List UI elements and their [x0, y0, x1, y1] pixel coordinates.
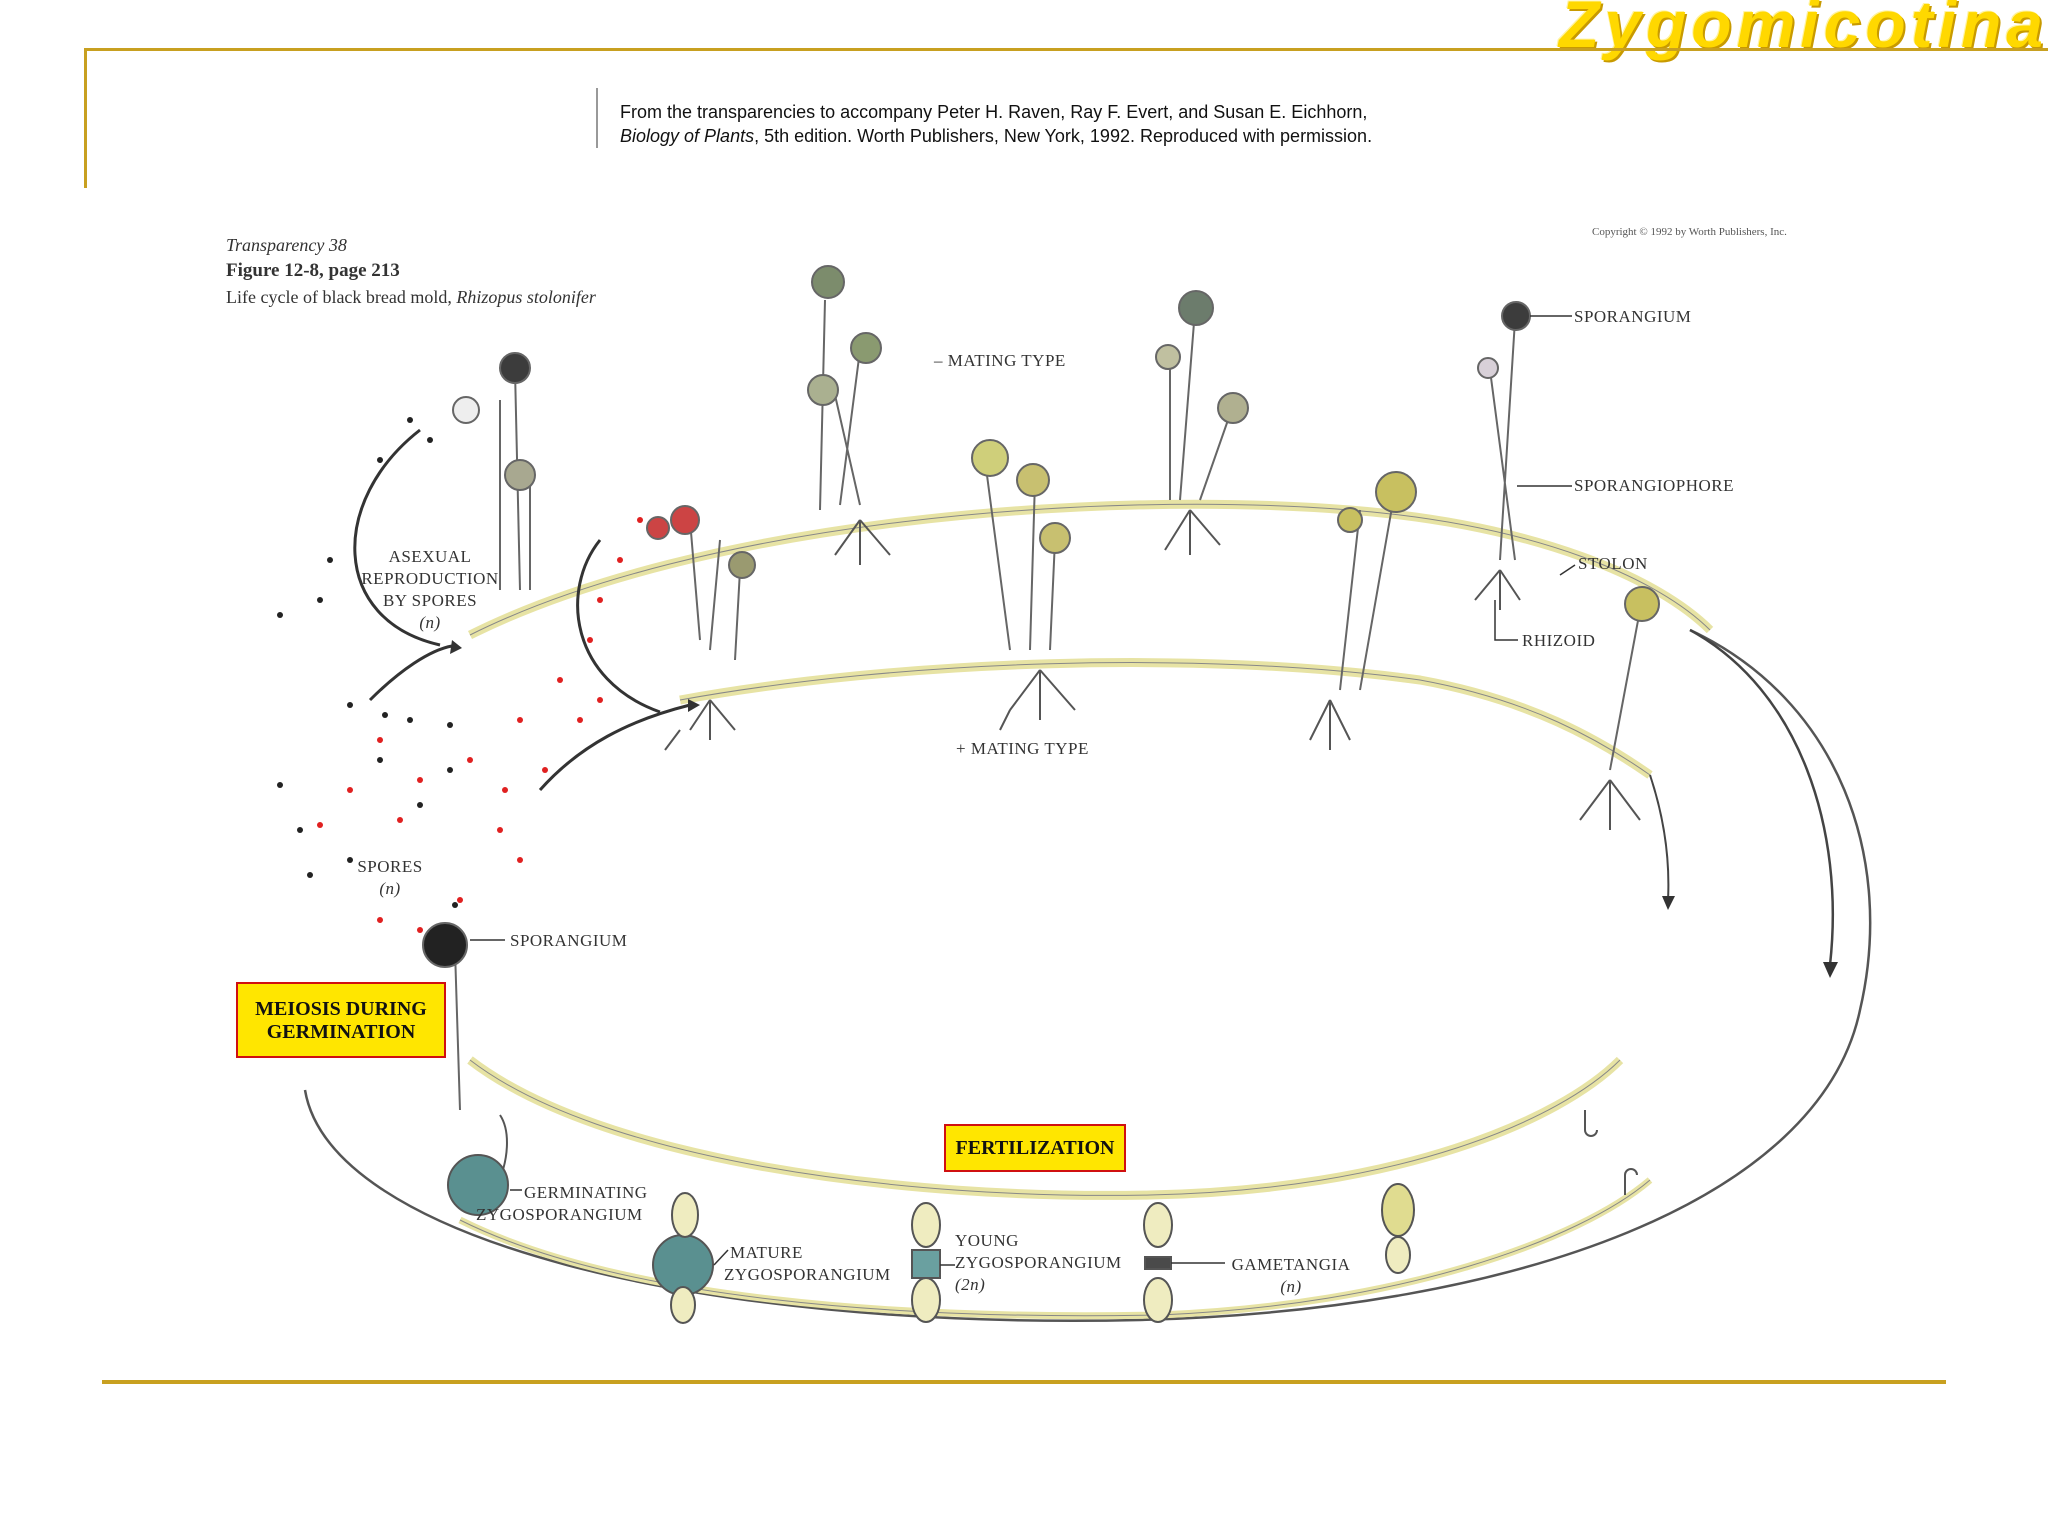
asexual-arrow-lower — [368, 644, 453, 702]
credit-line-2: , 5th edition. Worth Publishers, New Yor… — [754, 126, 1373, 146]
label-asexual-reproduction: ASEXUAL REPRODUCTION BY SPORES (n) — [361, 547, 499, 632]
label-stolon: STOLON — [1578, 554, 1648, 573]
figure-caption: Life cycle of black bread mold, Rhizopus… — [226, 287, 596, 307]
transparency-label: Transparency 38 — [226, 235, 347, 255]
figure-number: Figure 12-8, page 213 — [226, 260, 400, 281]
species-name: Rhizopus stolonifer — [456, 287, 596, 307]
figure-header: Transparency 38 Figure 12-8, page 213 Li… — [226, 232, 596, 310]
spores-red — [317, 517, 643, 933]
asexual-arrow-right — [576, 539, 661, 714]
arrowhead-right — [1823, 962, 1838, 978]
label-minus-mating-type: – MATING TYPE — [934, 351, 1066, 370]
asexual-arrow-left — [353, 428, 441, 647]
zygosporangia — [447, 1110, 1638, 1324]
sporangiophores — [422, 265, 1660, 1111]
credit-line-1: From the transparencies to accompany Pet… — [620, 102, 1368, 122]
label-gametangia: GAMETANGIA (n) — [1231, 1255, 1351, 1296]
top-rule — [84, 48, 2048, 51]
spores-black — [277, 417, 458, 908]
arrow-down-right — [1649, 774, 1670, 901]
label-leaders — [470, 315, 1576, 1266]
label-mature-zygosporangium: MATURE ZYGOSPORANGIUM — [724, 1243, 891, 1284]
arrowhead-down — [1662, 896, 1675, 910]
bottom-rule — [102, 1380, 1946, 1384]
credit-divider — [596, 88, 598, 148]
copyright-note: Copyright © 1992 by Worth Publishers, In… — [1592, 226, 1787, 238]
cycle-outer-path — [303, 628, 1872, 1322]
label-sporangium-bottom: SPORANGIUM — [510, 931, 628, 950]
label-spores: SPORES (n) — [357, 857, 423, 898]
label-young-zygosporangium: YOUNG ZYGOSPORANGIUM (2n) — [955, 1231, 1122, 1294]
credit-text: From the transparencies to accompany Pet… — [620, 100, 1372, 148]
label-sporangium-top: SPORANGIUM — [1574, 307, 1692, 326]
rhizoids — [664, 509, 1641, 830]
banner-meiosis: MEIOSIS DURING GERMINATION — [236, 982, 446, 1058]
label-plus-mating-type: + MATING TYPE — [956, 739, 1089, 758]
left-rule — [84, 48, 87, 188]
label-sporangiophore: SPORANGIOPHORE — [1574, 476, 1735, 495]
credit-book-title: Biology of Plants — [620, 126, 755, 146]
label-germinating-zygosporangium: GERMINATING ZYGOSPORANGIUM — [476, 1183, 648, 1224]
cycle-arrow-right — [1689, 628, 1834, 966]
banner-fertilization: FERTILIZATION — [944, 1124, 1126, 1172]
label-rhizoid: RHIZOID — [1522, 631, 1596, 650]
